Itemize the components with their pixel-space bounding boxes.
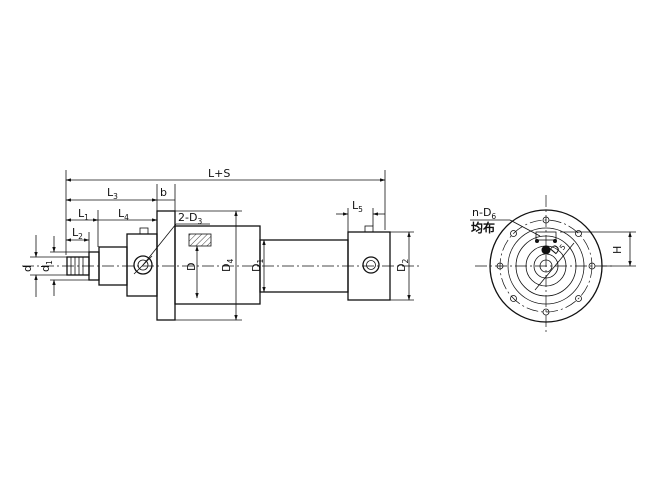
dim-l5: L5 [352,199,363,214]
dim-l4: L4 [118,207,129,222]
side-view: L+S L3 b L1 L4 L2 2-D3 L5 [21,167,420,321]
label-junbu: 均布 [471,220,495,235]
bolt-circle [499,219,593,313]
label-n-d6: n-D6 [472,206,496,221]
dim-l1: L1 [78,207,89,222]
dim-l2: L2 [72,226,83,241]
dim-dd1: D1 [250,259,265,272]
dim-d1: d1 [39,260,54,272]
section-hatch [188,233,212,247]
dim-d2: D2 [395,259,410,272]
label-d5: D5 [548,238,568,258]
dim-b: b [160,186,167,199]
dim-D: D [185,263,198,271]
dim-2-d3: 2-D3 [178,211,202,226]
front-port [133,255,153,275]
dim-l3: L3 [107,186,118,201]
rear-port [362,256,380,274]
mount-flange [156,210,176,321]
bolt-holes [496,216,596,316]
end-port [541,245,551,255]
dim-l-plus-s: L+S [208,167,230,180]
dim-d: d [21,265,34,272]
end-view: n-D6 均布 D5 H [470,195,636,335]
dim-d4: D4 [220,259,235,272]
dim-h: H [611,246,624,254]
end-port-boss [535,231,557,241]
